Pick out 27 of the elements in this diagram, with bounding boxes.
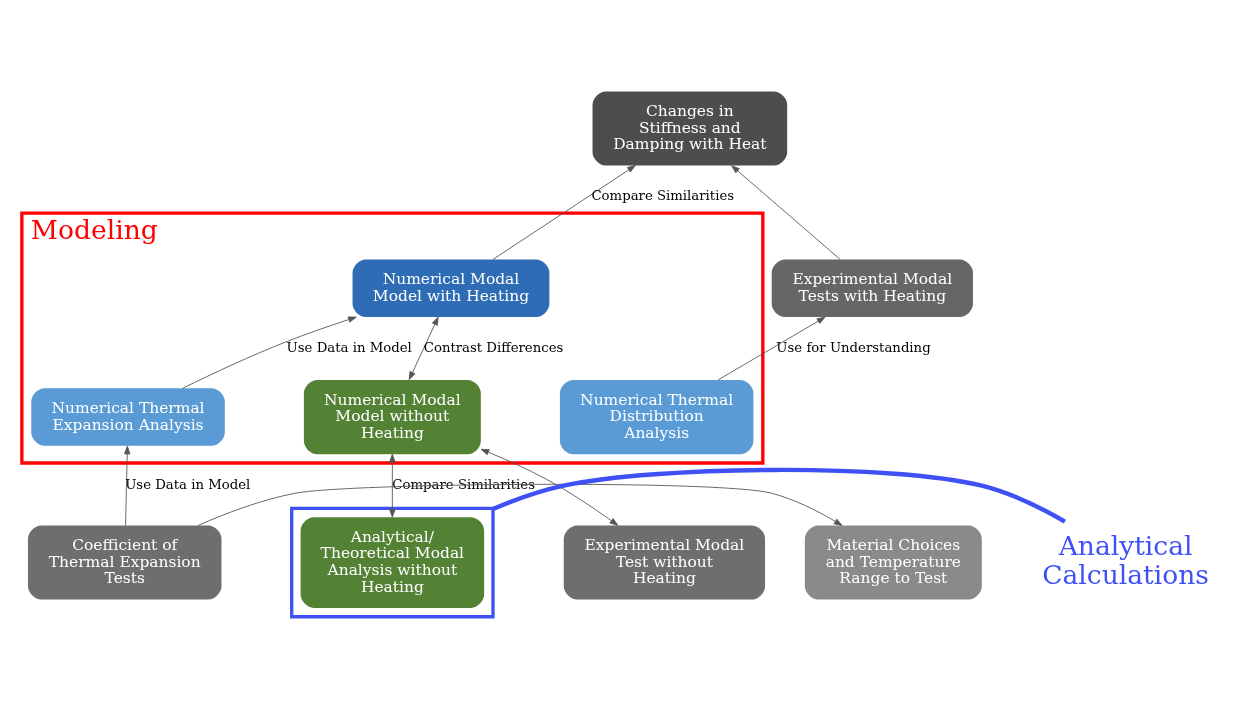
edge-label: Compare Similarities [591,187,735,203]
arrow [408,316,439,380]
arrow [182,316,357,389]
edge-label: Contrast Differences [423,339,564,355]
arrow [492,164,636,260]
node-box: Coefficient of Thermal Expansion Tests [27,525,222,600]
connector [492,467,1067,524]
node-box: Numerical Modal Model with Heating [352,259,550,317]
arrow [197,483,843,526]
arrow [731,164,841,260]
node-box: Numerical Thermal Expansion Analysis [31,387,225,446]
edge-label: Use for Understanding [776,339,931,355]
arrow [124,445,131,526]
node-text: Analytical Calculations [1042,529,1209,590]
node-box: Analytical/ Theoretical Modal Analysis without Heating [300,516,485,608]
edge-label: Use Data in Model [125,476,251,492]
arrow [480,448,619,526]
node-box: Numerical Thermal Distribution Analysis [559,379,754,454]
node-box: Material Choices and Temperature Range to Test [804,525,982,600]
node-box: Numerical Modal Model without Heating [303,379,481,454]
arrow [389,453,396,518]
edge-label: Use Data in Model [286,339,412,355]
node-box: Experimental Modal Tests with Heating [771,259,973,317]
arrow [717,316,826,380]
node-box: Experimental Modal Test without Heating [563,525,766,600]
node-box: Changes in Stiffness and Damping with Heat [592,90,788,165]
edge-label: Compare Similarities [392,476,536,492]
